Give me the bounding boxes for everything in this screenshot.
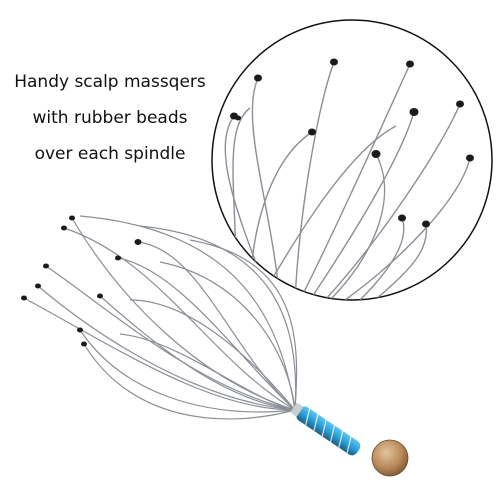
- caption-line-2: with rubber beads: [32, 108, 188, 128]
- product-caption: Handy scalp massqers with rubber beads o…: [0, 64, 220, 172]
- caption-line-1: Handy scalp massqers: [14, 72, 206, 92]
- head-massager-icon: [21, 215, 409, 477]
- rubber-bead-icon: [230, 58, 474, 228]
- caption-line-3: over each spindle: [34, 144, 186, 164]
- zoom-detail-icon: [211, 19, 493, 301]
